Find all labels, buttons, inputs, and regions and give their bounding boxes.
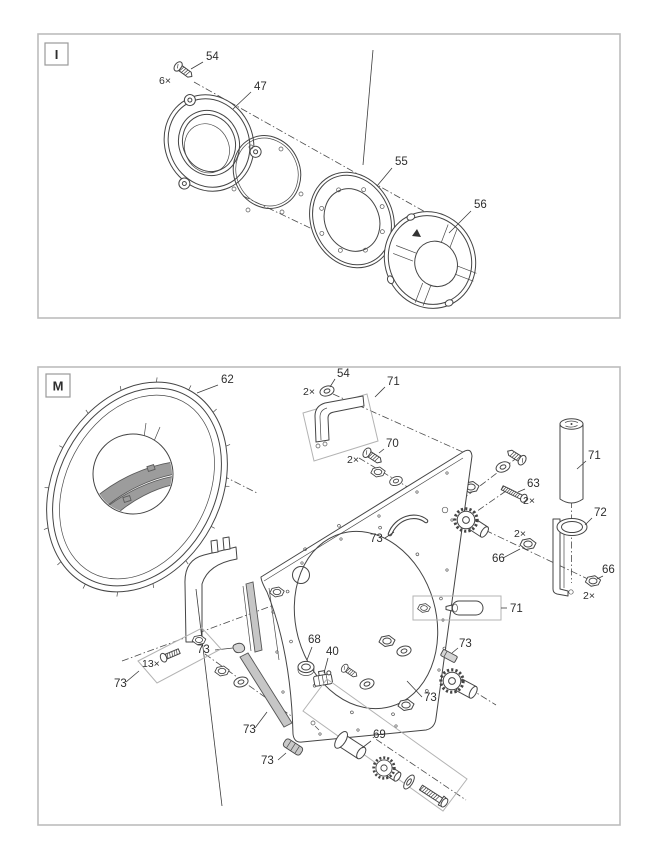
- callout-54-bottom: 2× 54: [303, 368, 350, 398]
- strip-73-drawing: [245, 581, 263, 653]
- part-56-cover-drawing: [383, 211, 477, 309]
- callout-62: 62: [196, 374, 234, 394]
- callout-71-capsule: 71: [501, 603, 523, 615]
- callout-73-label: 73: [370, 533, 383, 545]
- callout-63-label: 63: [527, 478, 540, 490]
- rim-clips: [43, 377, 231, 597]
- callout-69: 69: [361, 729, 386, 749]
- callout-73-plate-edge: 73: [406, 680, 437, 704]
- callout-54-top: 6× 54: [159, 51, 219, 87]
- callout-40: 40: [323, 646, 339, 674]
- callout-40-label: 40: [326, 646, 339, 658]
- panel-I-frame: [37, 33, 621, 319]
- callout-71-bracket: 71: [374, 376, 400, 398]
- qty-2x-label: 2×: [303, 386, 315, 398]
- clip-73-right-drawing: [440, 649, 458, 663]
- callout-72: 72: [584, 507, 607, 526]
- bushing-68-drawing: [297, 660, 315, 676]
- callout-54-label: 54: [337, 368, 350, 380]
- callout-66-label: 66: [492, 553, 505, 565]
- callout-56-label: 56: [474, 199, 487, 211]
- panel-I-letter: I: [55, 47, 59, 62]
- strip-edge: [242, 585, 252, 652]
- o-ring-drawing: [232, 135, 302, 209]
- callout-70-label: 70: [386, 438, 399, 450]
- callout-73-strip: 73: [243, 711, 268, 736]
- callout-66-label: 66: [602, 564, 615, 576]
- callout-73-handle: 73: [370, 531, 395, 545]
- callout-73-label: 73: [424, 692, 437, 704]
- reference-line: [195, 588, 223, 807]
- callout-63: 63 2×: [517, 478, 540, 507]
- callout-71-label: 71: [387, 376, 400, 388]
- u-channel-drawing: [184, 536, 238, 643]
- callout-70: 2× 70: [347, 438, 399, 466]
- clip-73-drawing: [232, 642, 246, 654]
- orientation-arrow: [412, 229, 421, 237]
- callout-56: 56: [448, 199, 487, 234]
- callout-62-label: 62: [221, 374, 234, 386]
- handle-73-drawing: [387, 514, 429, 537]
- callout-73-bottom: 73: [261, 752, 287, 767]
- callout-66-right: 66 2×: [583, 564, 615, 602]
- callout-73-label: 73: [261, 755, 274, 767]
- callout-73-label: 73: [114, 678, 127, 690]
- strip-73-drawing: [239, 652, 293, 728]
- qty-2x-label: 2×: [514, 528, 526, 540]
- callout-66-left: 2× 66: [492, 528, 526, 565]
- plate-holes: [271, 471, 454, 736]
- pin-drawing: [310, 720, 316, 726]
- reference-line: [362, 49, 374, 166]
- part-71-cylinder-drawing: [559, 418, 584, 504]
- callout-73-label: 73: [459, 638, 472, 650]
- part-71-bracket-drawing: [302, 393, 379, 462]
- callout-55-label: 55: [395, 156, 408, 168]
- pin-drawing: [314, 725, 320, 731]
- qty-6x-label: 6×: [159, 75, 171, 87]
- callout-47: 47: [232, 81, 267, 110]
- callout-68: 68: [306, 634, 321, 661]
- panel-I: I 6× 54 47: [37, 33, 621, 319]
- capsule-71-group: [412, 595, 502, 621]
- part-62-disc-drawing: [43, 377, 231, 597]
- screws-13x-group: 13×: [137, 627, 222, 684]
- callout-71-label: 71: [588, 450, 601, 462]
- part-47-ring-drawing: [163, 94, 262, 192]
- panel-M-letter: M: [53, 379, 64, 394]
- callout-72-label: 72: [594, 507, 607, 519]
- gear-drawing: [453, 507, 489, 538]
- callout-73-label: 73: [243, 724, 256, 736]
- gear-drawing: [439, 668, 478, 699]
- callout-69-label: 69: [373, 729, 386, 741]
- callout-73-clip: 73: [197, 644, 234, 656]
- panel-M: M: [37, 366, 621, 826]
- panel-M-letter-box: M: [45, 373, 71, 398]
- qty-2x-label: 2×: [347, 454, 359, 466]
- screw-63-drawing: [500, 485, 528, 503]
- qty-2x-label: 2×: [523, 495, 535, 507]
- callout-54-label: 54: [206, 51, 219, 63]
- screw-holes: [231, 144, 304, 215]
- part-55-flange-drawing: [309, 171, 395, 269]
- qty-2x-label: 2×: [583, 590, 595, 602]
- callout-68-label: 68: [308, 634, 321, 646]
- callout-71-label: 71: [510, 603, 523, 615]
- part-72-holder-drawing: [552, 518, 588, 597]
- gearset-69-group: [302, 678, 468, 812]
- callout-47-label: 47: [254, 81, 267, 93]
- ribbed-piece-73-drawing: [282, 738, 304, 756]
- callout-73-label: 73: [197, 644, 210, 656]
- qty-13x-label: 13×: [142, 658, 160, 670]
- callout-73-right: 73: [451, 638, 472, 654]
- callout-71-cylinder: 71: [576, 450, 601, 470]
- panel-I-letter-box: I: [44, 42, 69, 66]
- callout-55: 55: [376, 156, 408, 187]
- callout-73-box: 73: [114, 670, 140, 690]
